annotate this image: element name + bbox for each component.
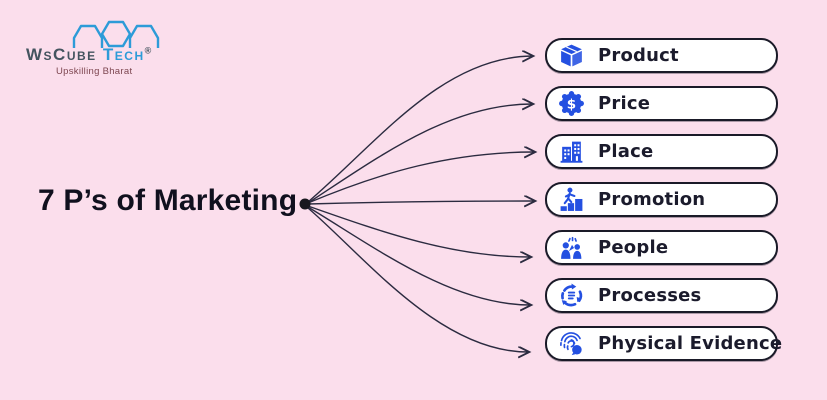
arrow-to-processes — [307, 206, 530, 305]
growth-steps-icon — [558, 186, 585, 213]
node-price: $ Price — [545, 86, 778, 121]
people-icon — [558, 234, 585, 261]
arrow-to-place — [307, 152, 534, 204]
node-place: Place — [545, 134, 778, 169]
node-product: Product — [545, 38, 778, 73]
node-label: Place — [598, 141, 654, 162]
node-physical-evidence: Physical Evidence — [545, 326, 782, 361]
logo-brand-primary: WsCube — [26, 45, 97, 64]
process-cycle-icon — [558, 282, 585, 309]
hub-dot — [299, 198, 311, 210]
package-icon — [558, 42, 585, 69]
hexagon-logo-icon — [72, 20, 160, 48]
arrow-to-product — [307, 56, 532, 203]
node-label: People — [598, 237, 669, 258]
svg-text:$: $ — [567, 96, 576, 112]
node-label: Price — [598, 93, 651, 114]
node-label: Product — [598, 45, 679, 66]
registered-mark: ® — [144, 45, 152, 56]
node-label: Processes — [598, 285, 702, 306]
logo-tagline: Upskilling Bharat — [56, 66, 133, 77]
buildings-icon — [558, 138, 585, 165]
arrow-to-people — [307, 205, 530, 257]
arrow-to-physical-evidence — [307, 207, 528, 352]
node-people: People — [545, 230, 778, 265]
node-label: Physical Evidence — [598, 333, 783, 354]
node-processes: Processes — [545, 278, 778, 313]
logo-wordmark: WsCube Tech® — [26, 46, 176, 63]
wscube-tech-logo: WsCube Tech® Upskilling Bharat — [26, 10, 176, 77]
arrow-to-price — [307, 104, 532, 204]
page-title: 7 P’s of Marketing — [38, 184, 298, 217]
logo-brand-secondary: Tech — [102, 45, 145, 64]
arrow-to-promotion — [307, 201, 534, 204]
node-label: Promotion — [598, 189, 706, 210]
node-promotion: Promotion — [545, 182, 778, 217]
price-badge-icon: $ — [558, 90, 585, 117]
fingerprint-icon — [558, 330, 585, 357]
